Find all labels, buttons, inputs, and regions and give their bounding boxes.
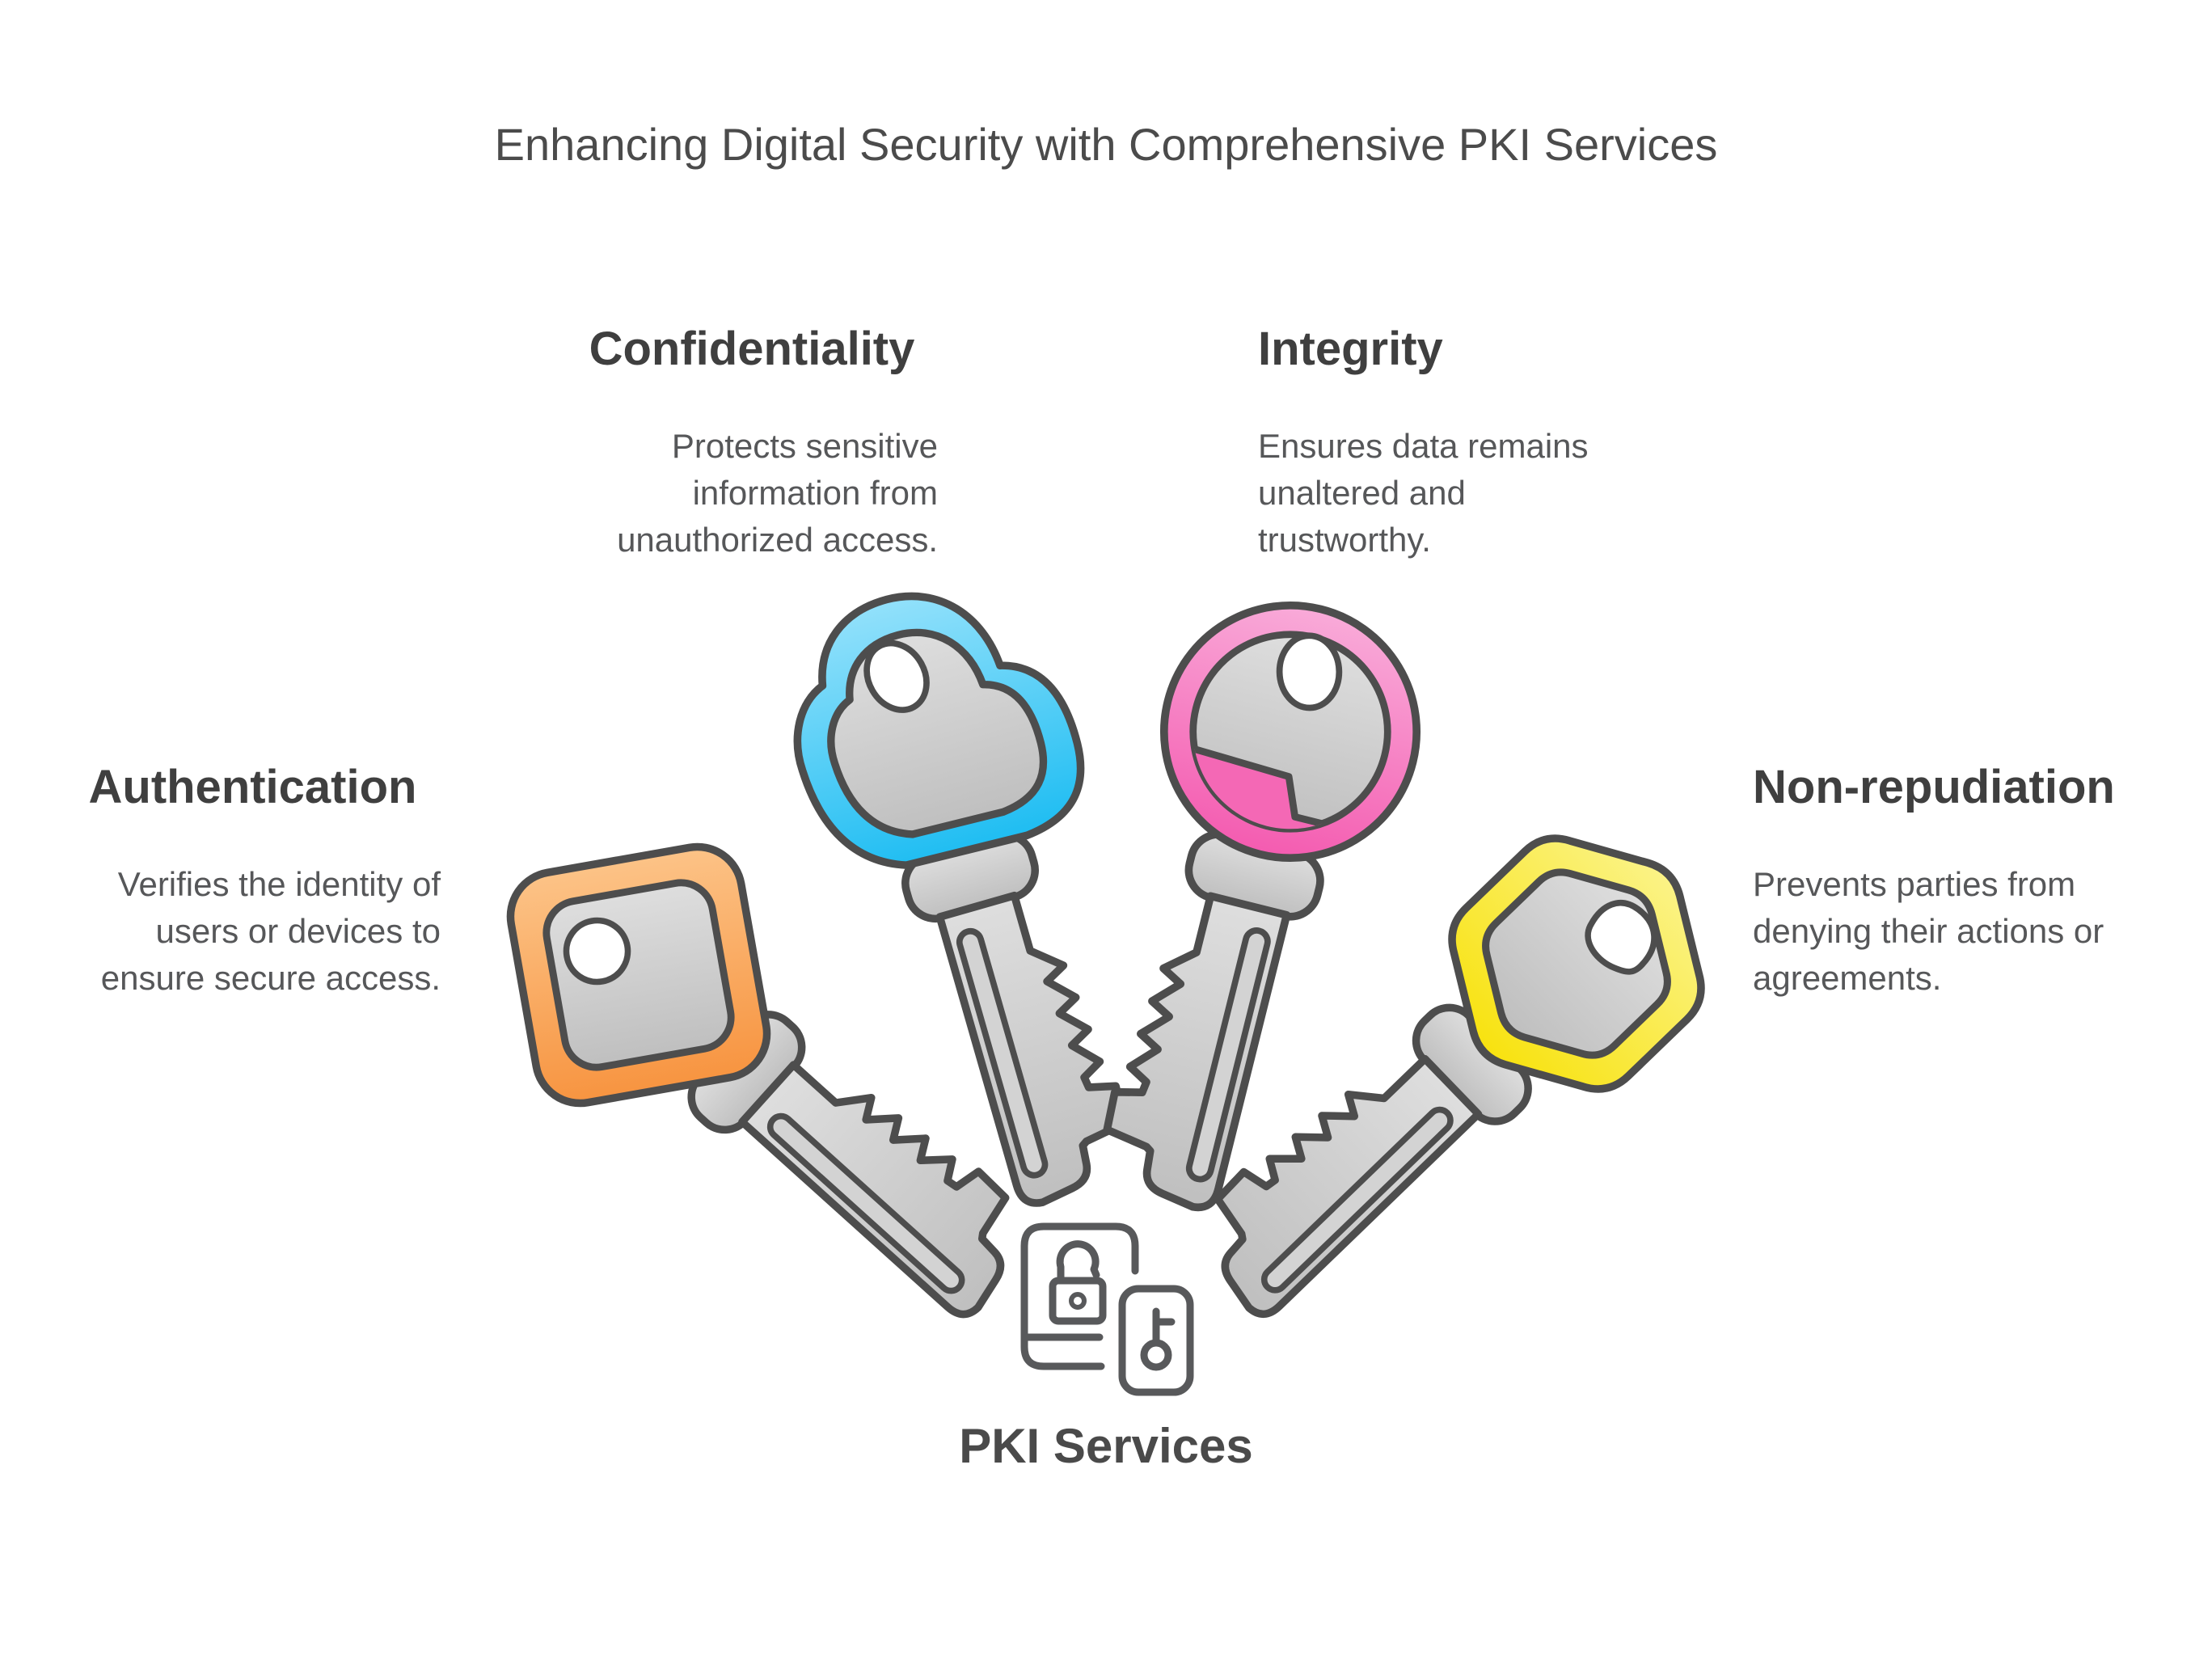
confidentiality-description: Protects sensitive information from unau… — [617, 426, 938, 559]
integrity-description: Ensures data remains unaltered and trust… — [1258, 426, 1589, 559]
confidentiality-key — [763, 560, 1196, 1234]
authentication-section: Authentication Verifies the identity of … — [65, 761, 441, 1002]
page-title: Enhancing Digital Security with Comprehe… — [494, 119, 1718, 170]
integrity-section: Integrity Ensures data remains unaltered… — [1258, 323, 1711, 564]
key-head — [504, 840, 775, 1111]
key-hole — [563, 917, 631, 986]
non-repudiation-section: Non-repudiation Prevents parties from de… — [1753, 761, 2206, 1002]
non-repudiation-description: Prevents parties from denying their acti… — [1753, 864, 2104, 997]
pki-services-label: PKI Services — [959, 1419, 1253, 1473]
key-hole — [1585, 899, 1657, 975]
non-repudiation-heading: Non-repudiation — [1753, 761, 2115, 813]
key-hole — [863, 640, 930, 713]
device-outline — [1020, 1222, 1139, 1370]
integrity-heading: Integrity — [1258, 323, 1443, 375]
pki-services-icon — [1020, 1222, 1194, 1396]
key-hole — [1276, 632, 1343, 711]
padlock-keyhole — [1069, 1292, 1087, 1310]
non-repudiation-key — [1154, 791, 1750, 1377]
padlock-shackle-icon — [1056, 1240, 1100, 1285]
key-glyph-icon — [1152, 1307, 1176, 1347]
integrity-key — [1050, 601, 1421, 1233]
key-head — [763, 560, 1098, 890]
confidentiality-section: Confidentiality Protects sensitive infor… — [566, 323, 938, 564]
key-glyph-bow — [1140, 1339, 1172, 1371]
authentication-heading: Authentication — [88, 761, 417, 813]
key-head — [1159, 601, 1421, 863]
confidentiality-heading: Confidentiality — [589, 323, 915, 375]
authentication-key — [407, 744, 1101, 1415]
key-head — [1404, 791, 1750, 1137]
authentication-description: Verifies the identity of users or device… — [100, 864, 441, 997]
